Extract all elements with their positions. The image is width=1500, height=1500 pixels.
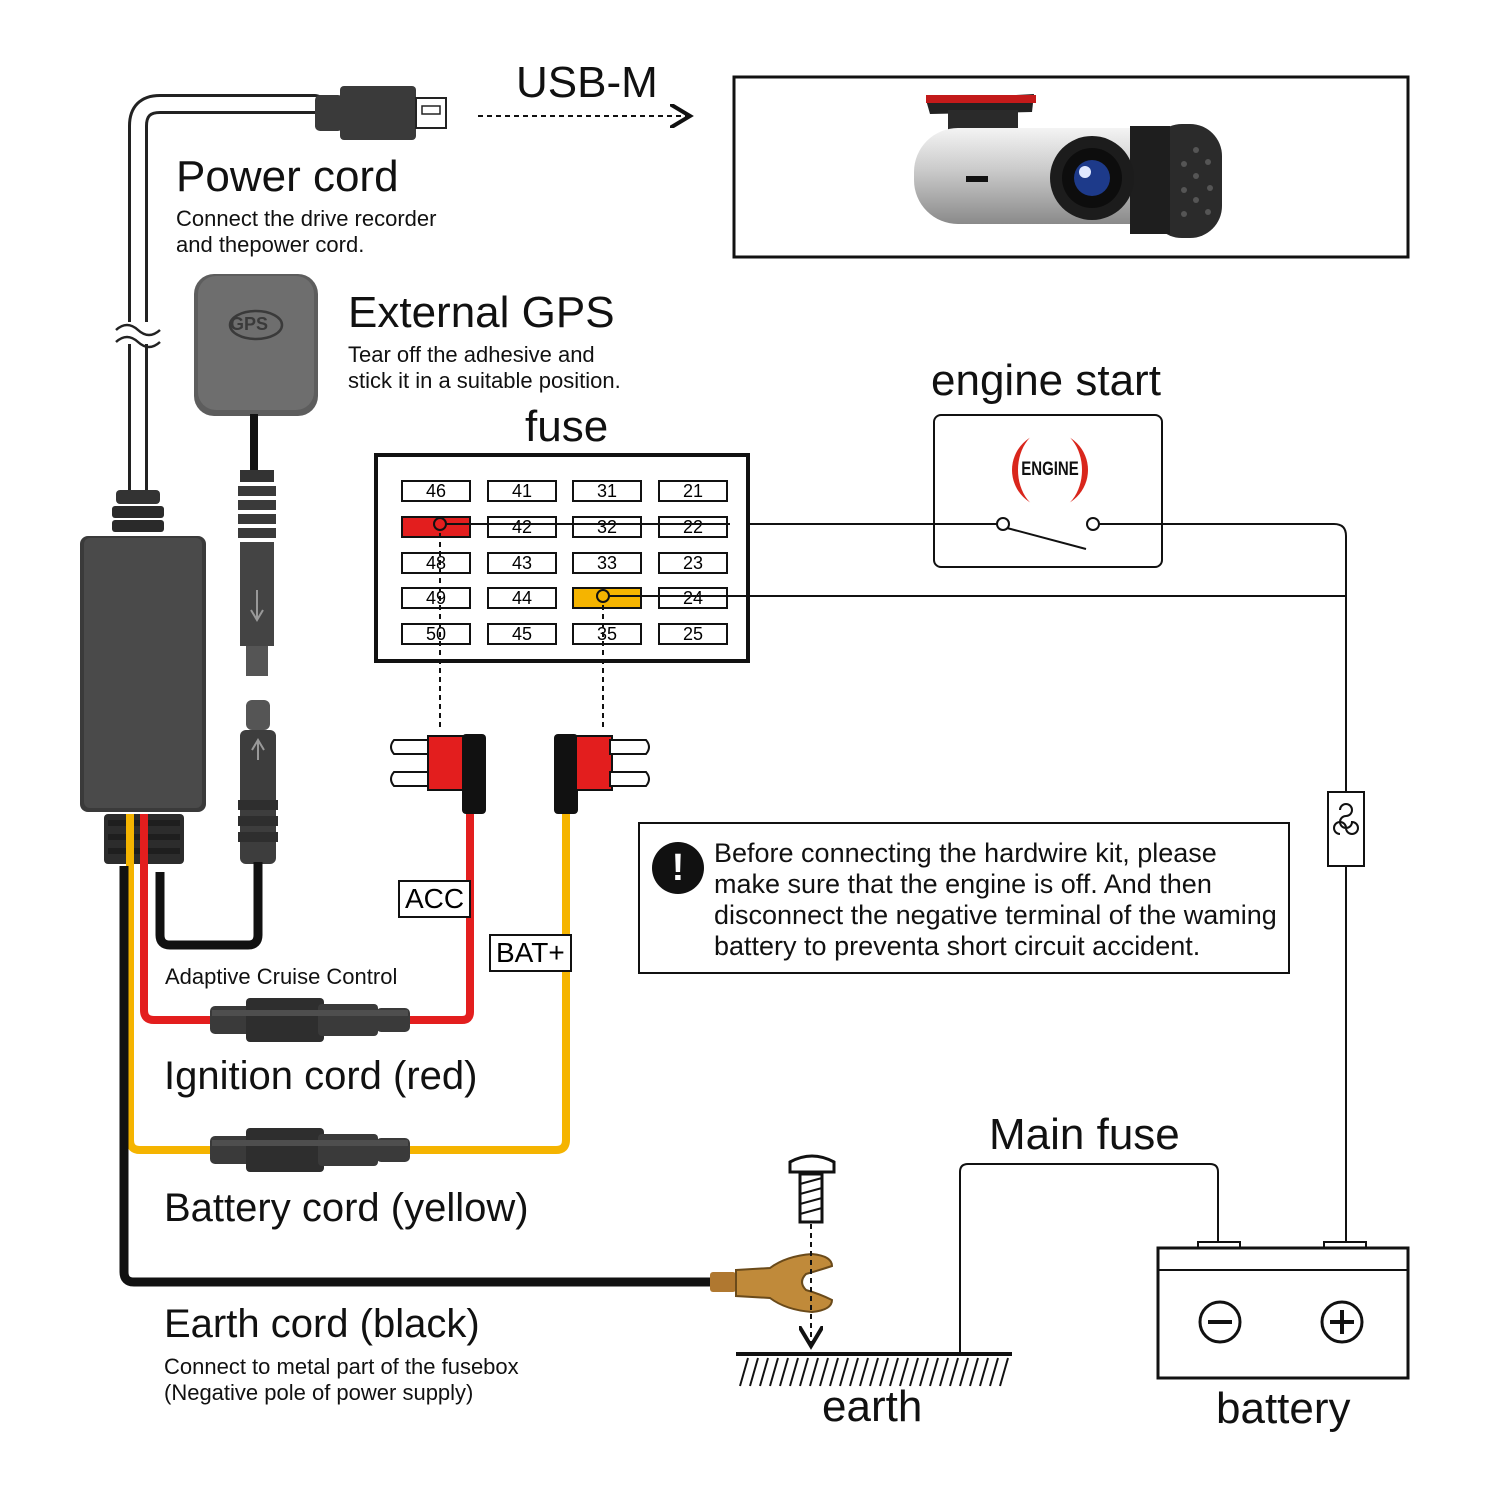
fuse-slot: 25 [658,623,728,645]
external-gps-desc-1: Tear off the adhesive and [348,342,595,367]
earth-wire [119,866,712,1287]
engine-button: ENGINE [1012,428,1088,512]
exclamation-icon: ! [652,842,704,894]
acc-tag: ACC [398,880,472,918]
external-gps-title: External GPS [348,288,615,337]
fuse-slot: 49 [401,587,471,609]
fuse-slot: 23 [658,552,728,574]
fuse-slot: 35 [572,623,642,645]
main-fuse-line [959,1163,1219,1354]
fuse-tap-acc [390,734,486,814]
earth-cord-desc-2: (Negative pole of power supply) [164,1380,474,1405]
fuse-slot: 24 [658,587,728,609]
warning-line-1: Before connecting the hardwire kit, plea… [714,838,1217,868]
inline-fuse-holder-red [210,998,410,1042]
converter-box [80,490,206,868]
engine-start-box: ENGINE [933,414,1163,568]
screw [788,1154,836,1224]
power-cord [115,86,447,502]
acc-contact [433,517,447,531]
earth-cord-desc-1: Connect to metal part of the fusebox [164,1354,519,1379]
engine-button-text: ENGINE [1018,428,1082,512]
power-cord-title: Power cord [176,152,399,201]
fuse-box: 46 41 31 21 47 42 32 22 48 43 33 23 49 4… [374,453,750,663]
fuse-slot: 46 [401,480,471,502]
inline-fuse-holder-yellow [210,1128,410,1172]
earth-lug [710,1252,834,1314]
dashcam-image [914,94,1222,238]
earth-cord-title: Earth cord (black) [164,1302,480,1346]
fuse-slot: 32 [572,516,642,538]
fuse-tap-bat [554,734,650,814]
fuse-slot: 48 [401,552,471,574]
adaptive-cruise-label: Adaptive Cruise Control [165,964,398,989]
battery-cord-label: Battery cord (yellow) [164,1186,529,1230]
warning-text: Before connecting the hardwire kit, plea… [714,838,1286,962]
usb-label: USB-M [516,58,658,107]
bat-tag: BAT+ [489,934,572,972]
battery-label: battery [1216,1384,1351,1433]
fuse-slot: 42 [487,516,557,538]
fuse-slot: 22 [658,516,728,538]
fuse-slot: 43 [487,552,557,574]
bat-contact [596,589,610,603]
power-cord-desc-1: Connect the drive recorder [176,206,437,231]
battery-drawing [1156,1241,1410,1380]
fuse-slot: 41 [487,480,557,502]
gps-module-text: GPS [230,314,269,334]
power-cord-desc-2: and thepower cord. [176,232,365,257]
fuse-slot: 33 [572,552,642,574]
fuse-slot: 45 [487,623,557,645]
earth-symbol [736,1352,1012,1387]
earth-label: earth [822,1382,923,1431]
warning-line-4: battery to preventa short circuit accide… [714,931,1201,961]
fuse-slot: 21 [658,480,728,502]
gps-module [194,274,318,864]
warning-line-2: make sure that the engine is off. And th… [714,869,1212,899]
fuse-slot: 50 [401,623,471,645]
fuse-slot: 44 [487,587,557,609]
main-fuse-label: Main fuse [989,1110,1180,1159]
fuse-slot: 31 [572,480,642,502]
ignition-cord-label: Ignition cord (red) [164,1054,478,1098]
external-gps-desc-2: stick it in a suitable position. [348,368,621,393]
warning-box: ! Before connecting the hardwire kit, pl… [638,822,1290,974]
warning-line-3: disconnect the negative terminal of the … [714,900,1277,930]
fuse-title: fuse [525,402,609,451]
engine-start-title: engine start [931,356,1161,405]
